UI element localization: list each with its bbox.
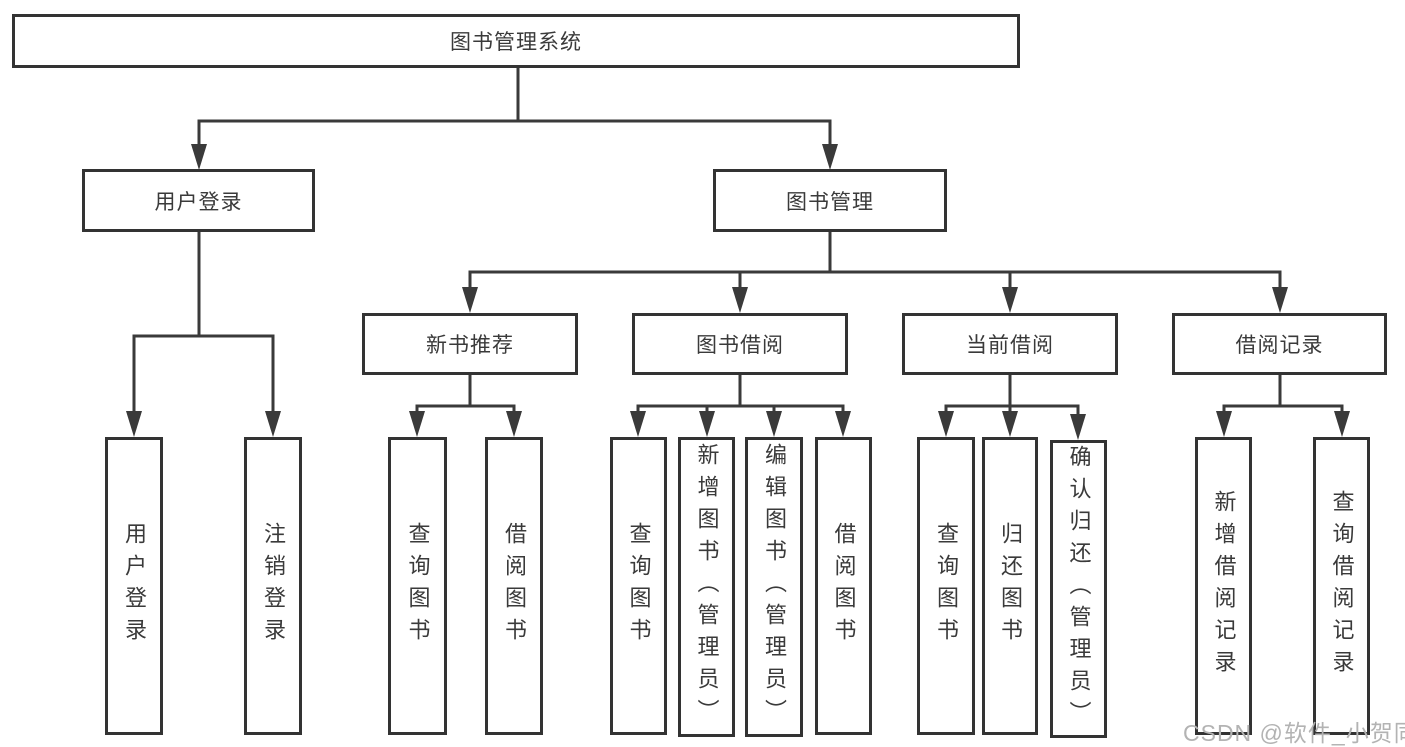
leaf-return-books: 归还图书 <box>982 437 1038 735</box>
leaf-add-books-admin: 新增图书（管理员） <box>678 437 735 737</box>
leaf-query-books-2: 查询图书 <box>610 437 667 735</box>
watermark: CSDN @软件_小贺同学 <box>1183 720 1405 746</box>
node-user-login: 用户登录 <box>82 169 315 232</box>
node-book-borrow: 图书借阅 <box>632 313 848 375</box>
leaf-borrow-books-2: 借阅图书 <box>815 437 872 735</box>
node-library-management-system: 图书管理系统 <box>12 14 1020 68</box>
node-new-book-recommend: 新书推荐 <box>362 313 578 375</box>
leaf-query-books-1: 查询图书 <box>388 437 447 735</box>
leaf-user-login: 用户登录 <box>105 437 163 735</box>
node-current-borrow: 当前借阅 <box>902 313 1118 375</box>
leaf-add-borrow-record: 新增借阅记录 <box>1195 437 1252 735</box>
leaf-query-books-3: 查询图书 <box>917 437 975 735</box>
node-borrow-records: 借阅记录 <box>1172 313 1387 375</box>
leaf-query-borrow-record: 查询借阅记录 <box>1313 437 1370 735</box>
leaf-borrow-books-1: 借阅图书 <box>485 437 543 735</box>
node-book-management: 图书管理 <box>713 169 947 232</box>
leaf-logout: 注销登录 <box>244 437 302 735</box>
leaf-confirm-return-admin: 确认归还（管理员） <box>1050 440 1107 738</box>
leaf-edit-books-admin: 编辑图书（管理员） <box>745 437 803 737</box>
